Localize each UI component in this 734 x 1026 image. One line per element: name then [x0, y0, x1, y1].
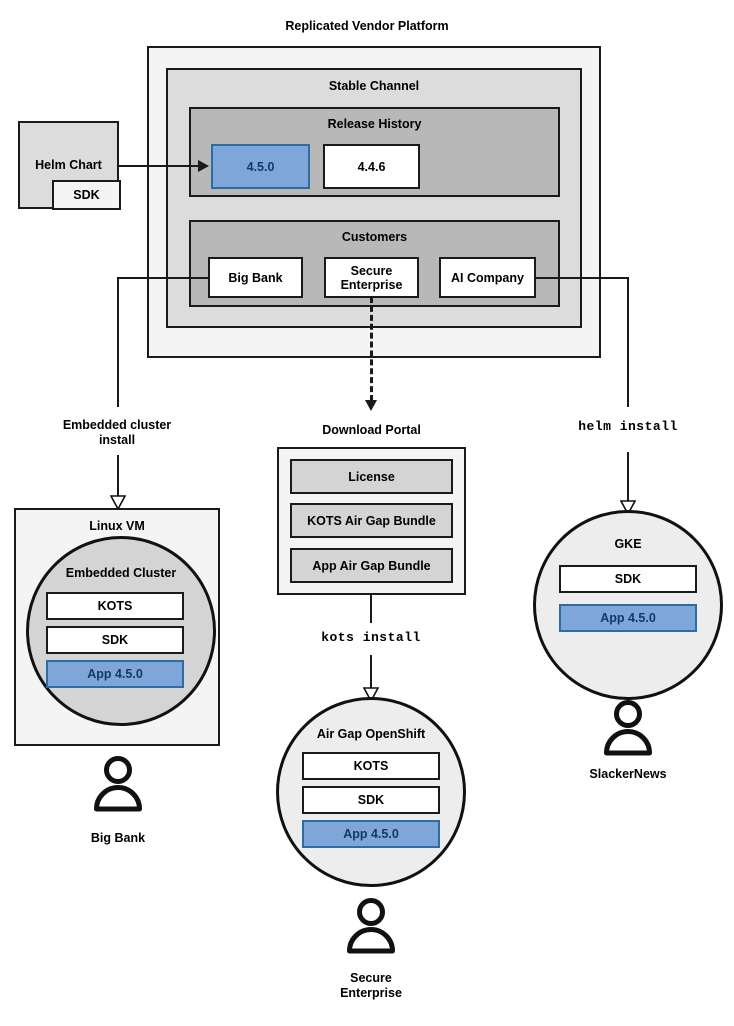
person-label-line-1: Secure — [350, 971, 392, 985]
arrow-to-download-portal — [365, 400, 377, 411]
page-title: Replicated Vendor Platform — [285, 19, 449, 33]
arrow-helm-to-release — [198, 160, 209, 172]
connector-to-linux-vm — [117, 455, 119, 503]
connector-bigbank-vertical — [117, 277, 119, 407]
label-helm-install: helm install — [578, 419, 678, 434]
person-label-line-2: Enterprise — [340, 986, 402, 1000]
helm-chart-sdk-box[interactable]: SDK — [52, 180, 121, 210]
openshift-component-sdk[interactable]: SDK — [302, 786, 440, 814]
label-download-portal: Download Portal — [322, 423, 421, 437]
customers-title: Customers — [341, 230, 408, 244]
release-4-4-6[interactable]: 4.4.6 — [323, 144, 420, 189]
openshift-component-app[interactable]: App 4.5.0 — [302, 820, 440, 848]
download-item-app-air-gap-bundle[interactable]: App Air Gap Bundle — [290, 548, 453, 583]
linux-vm-component-kots[interactable]: KOTS — [46, 592, 184, 620]
gke-component-sdk[interactable]: SDK — [559, 565, 697, 593]
customer-ai-company[interactable]: AI Company — [439, 257, 536, 298]
release-4-5-0[interactable]: 4.5.0 — [211, 144, 310, 189]
arrow-to-linux-vm-outline — [109, 495, 127, 511]
person-label-secure-enterprise: Secure Enterprise — [340, 971, 402, 1001]
openshift-component-kots[interactable]: KOTS — [302, 752, 440, 780]
person-label-big-bank: Big Bank — [90, 831, 146, 845]
connector-aicompany-vertical — [627, 277, 629, 407]
label-embedded-cluster-install: Embedded cluster install — [42, 418, 192, 448]
linux-vm-title: Linux VM — [89, 519, 145, 533]
label-kots-install: kots install — [321, 630, 421, 645]
customer-big-bank[interactable]: Big Bank — [208, 257, 303, 298]
linux-vm-component-app[interactable]: App 4.5.0 — [46, 660, 184, 688]
release-history-title: Release History — [327, 117, 422, 131]
connector-secure-enterprise-dashed — [370, 297, 373, 401]
download-item-kots-air-gap-bundle[interactable]: KOTS Air Gap Bundle — [290, 503, 453, 538]
gke-component-app[interactable]: App 4.5.0 — [559, 604, 697, 632]
connector-helm-to-release — [119, 165, 200, 167]
label-line-2: install — [98, 433, 136, 447]
person-icon-secure-enterprise — [345, 898, 397, 954]
stable-channel-title: Stable Channel — [328, 79, 420, 93]
person-label-slackernews: SlackerNews — [589, 767, 667, 781]
connector-bigbank-horizontal — [117, 277, 210, 279]
arrow-to-gke-outline — [619, 500, 637, 516]
linux-vm-component-sdk[interactable]: SDK — [46, 626, 184, 654]
connector-kots-install-to-cluster — [370, 655, 372, 693]
person-icon-big-bank — [92, 756, 144, 812]
customer-secure-enterprise[interactable]: Secure Enterprise — [324, 257, 419, 298]
download-item-license[interactable]: License — [290, 459, 453, 494]
label-line-1: Embedded cluster — [62, 418, 172, 432]
connector-to-gke — [627, 452, 629, 507]
gke-title: GKE — [614, 537, 642, 551]
embedded-cluster-title: Embedded Cluster — [65, 566, 177, 580]
person-icon-slackernews — [602, 700, 654, 756]
connector-portal-to-kots-install — [370, 595, 372, 623]
connector-aicompany-horizontal — [534, 277, 629, 279]
arrow-to-air-gap-openshift-outline — [362, 687, 380, 703]
air-gap-openshift-title: Air Gap OpenShift — [316, 727, 426, 741]
